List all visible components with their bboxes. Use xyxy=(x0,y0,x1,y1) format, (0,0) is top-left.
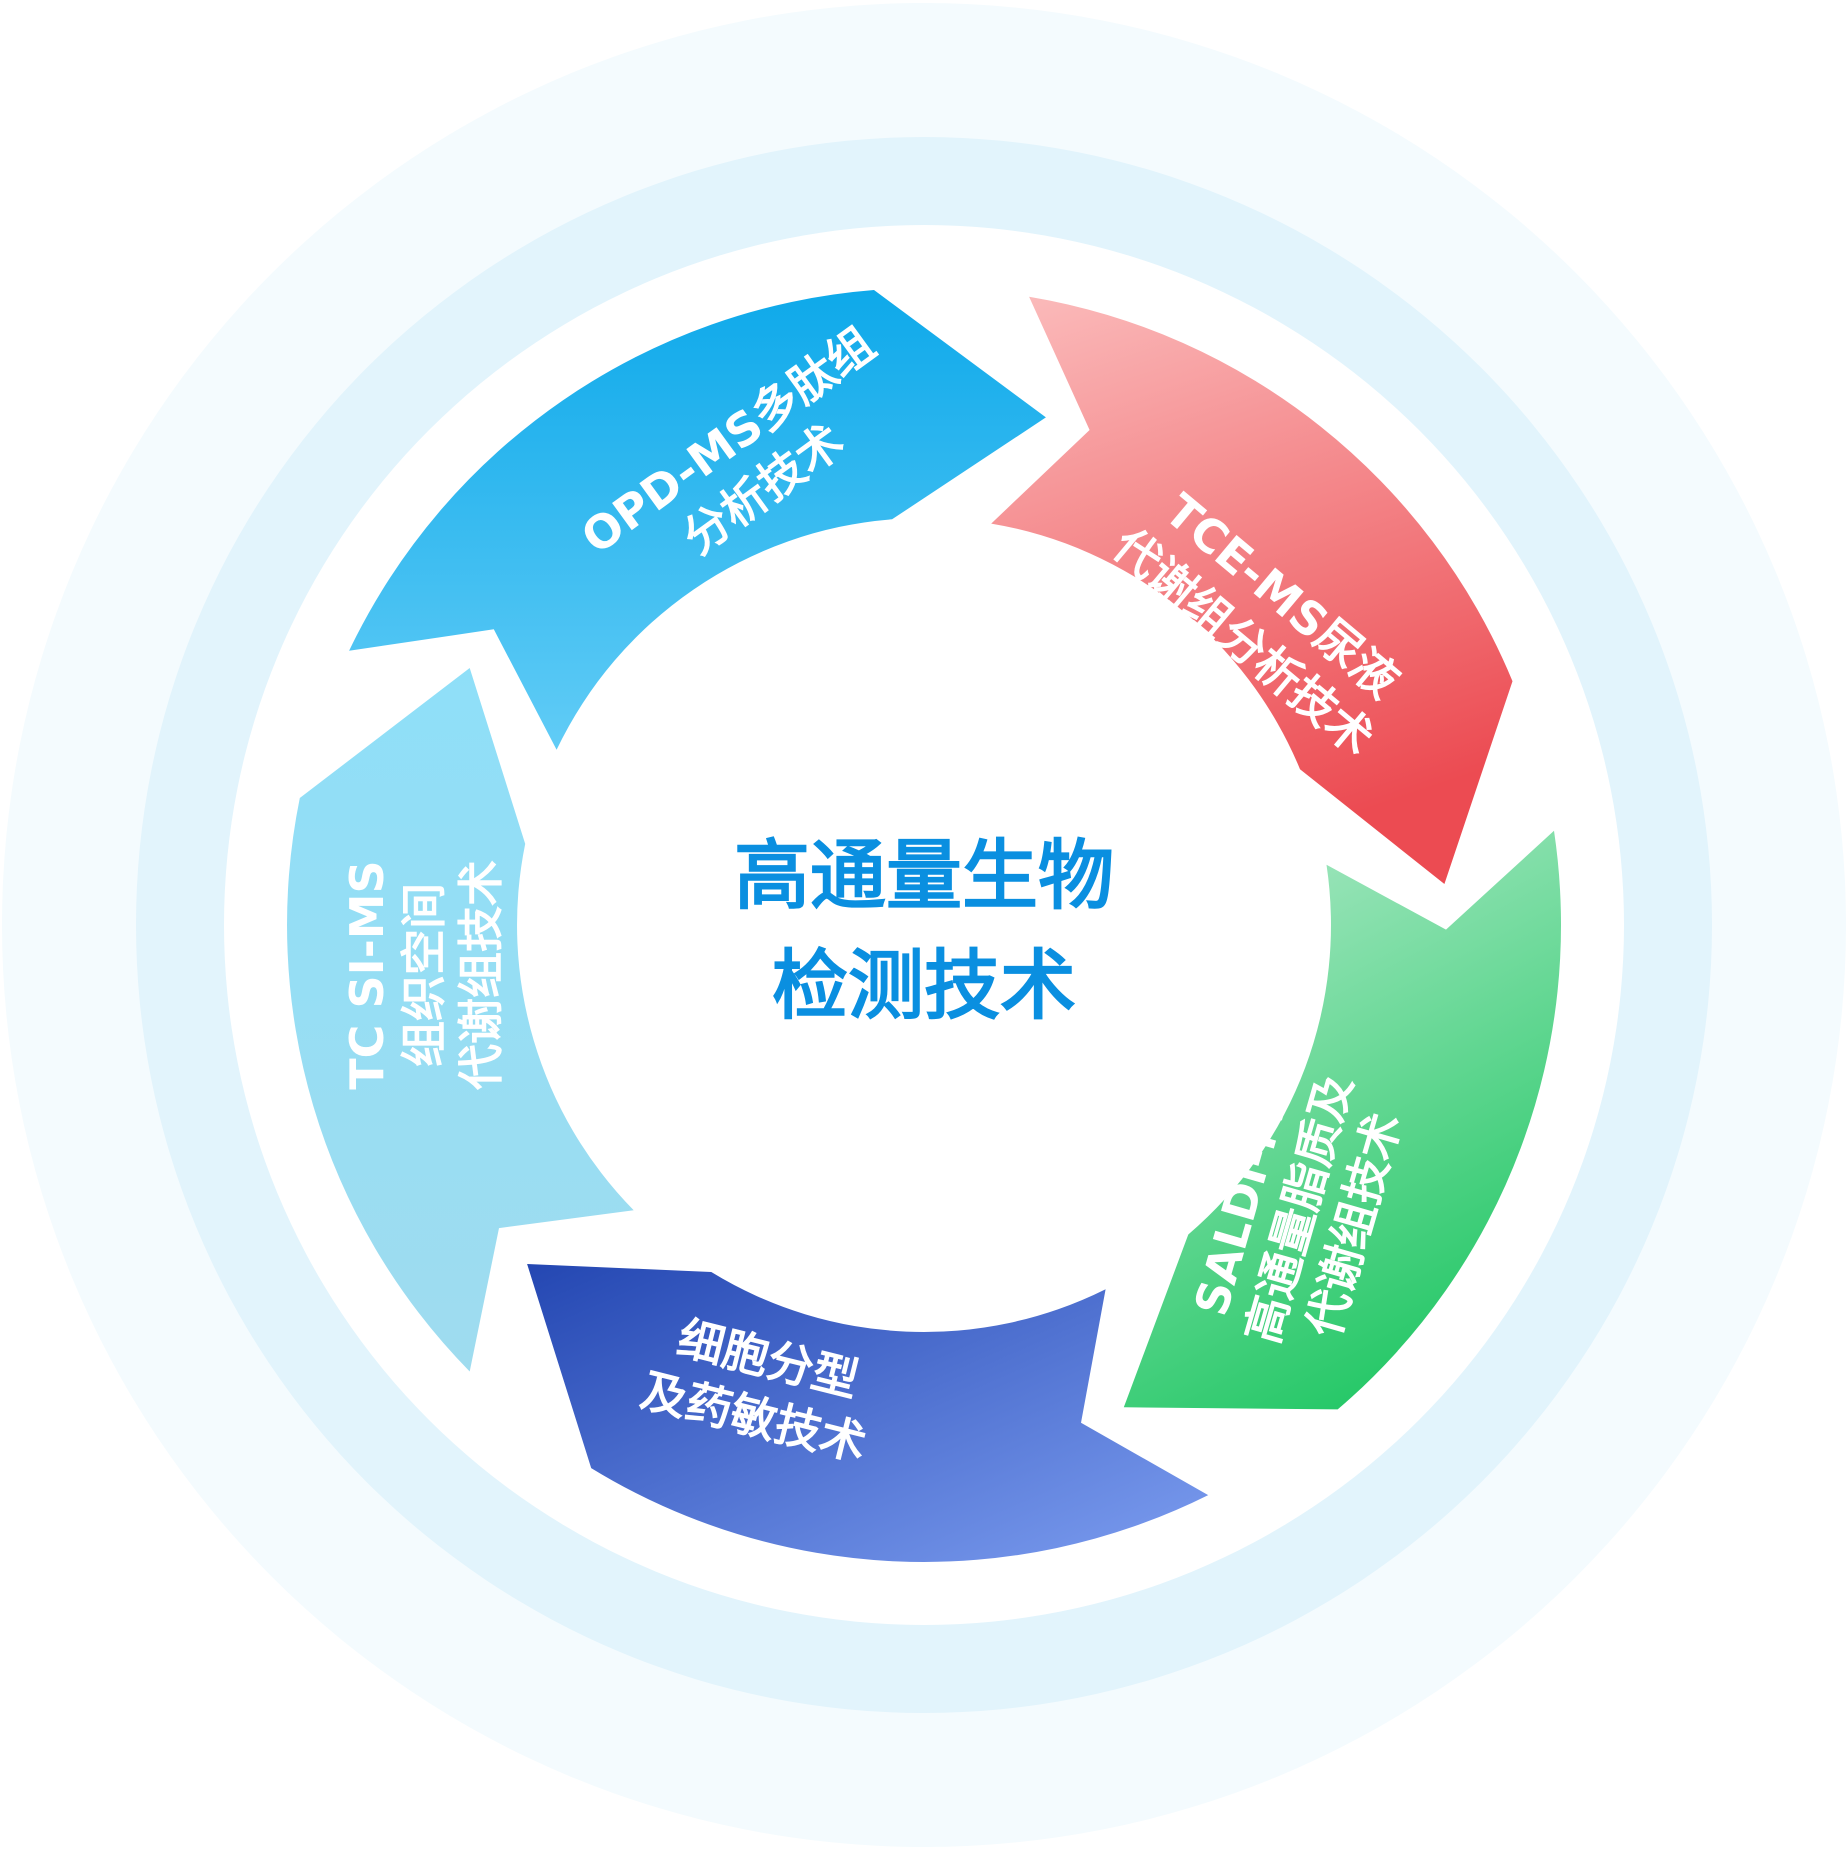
tcsi-label-line-2: 组织空间 xyxy=(397,883,451,1067)
segment-tc-si-ms-arrow xyxy=(287,668,634,1372)
segment-opd-ms-arrow xyxy=(349,290,1046,750)
tcsi-label-line-1: TC SI-MS xyxy=(340,860,394,1089)
segment-cell-typing-arrow xyxy=(527,1264,1209,1562)
segment-saldi-ms-arrow xyxy=(1123,830,1562,1410)
center-title-line-1: 高通量生物 xyxy=(734,831,1114,920)
segment-label-tcsi: TC SI-MS 组织空间 代谢组技术 xyxy=(340,860,508,1091)
segment-label-saldi: SALDI-MS 高通量脂质及 代谢组技术 xyxy=(1184,1065,1412,1349)
center-title-line-2: 检测技术 xyxy=(772,941,1076,1030)
tcsi-label-line-3: 代谢组技术 xyxy=(454,860,508,1091)
center-disc xyxy=(567,568,1281,1282)
segment-tce-ms-arrow xyxy=(991,296,1513,884)
cycle-segments xyxy=(287,290,1562,1562)
